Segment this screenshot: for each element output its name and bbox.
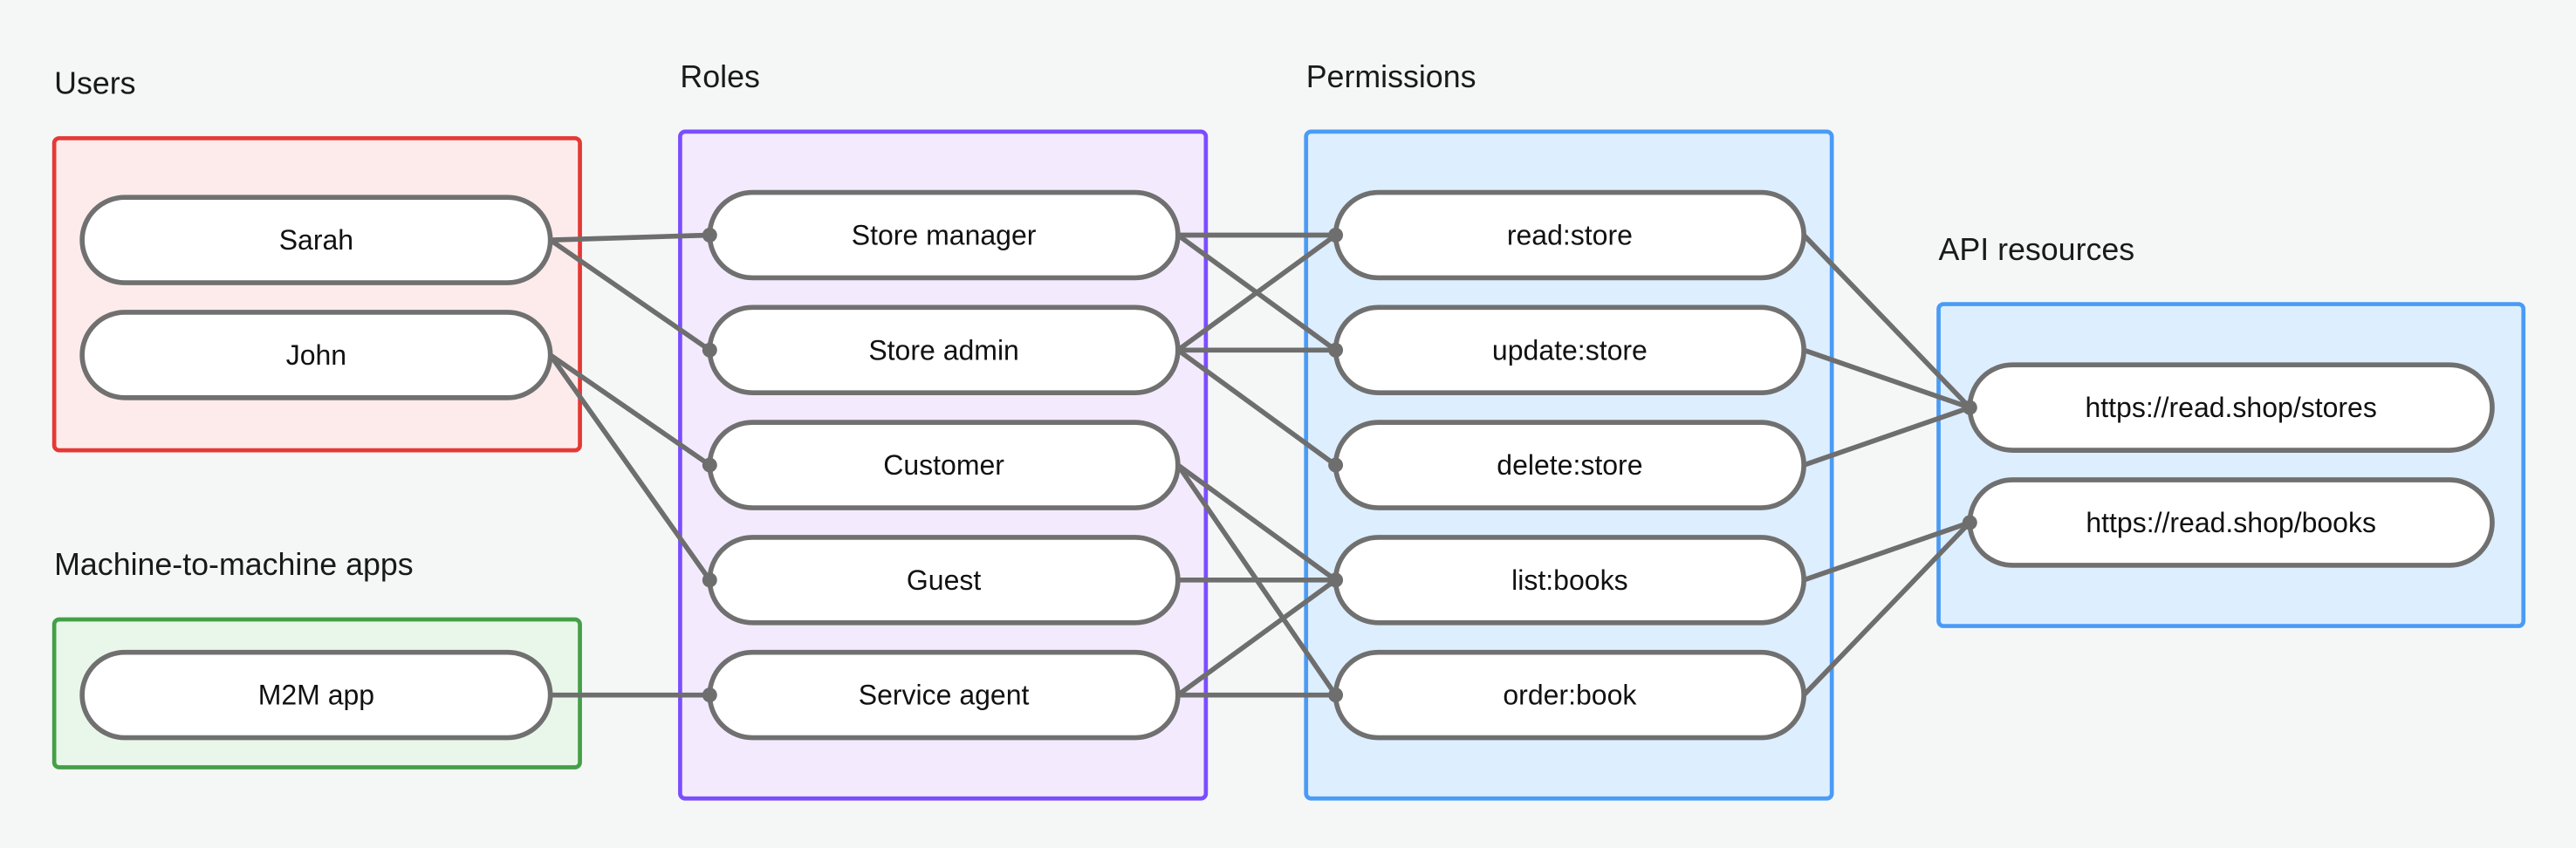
- edge-update-store-to-read-shop-stores: [1803, 347, 1971, 410]
- edge-service-agent-to-list-books: [1176, 578, 1338, 697]
- node-shape-john[interactable]: [79, 310, 553, 400]
- node-label-update-store: update:store: [1492, 334, 1648, 366]
- node-label-read-store: read:store: [1507, 219, 1633, 250]
- edge-endpoint-delete-store: [1328, 457, 1344, 473]
- node-label-list-books: list:books: [1511, 564, 1627, 596]
- edge-list-books-to-read-shop-books: [1803, 520, 1971, 583]
- node-m2m-app[interactable]: M2M app: [79, 649, 553, 741]
- edge-endpoint-guest: [702, 572, 717, 588]
- node-john[interactable]: John: [79, 310, 553, 400]
- node-service-agent[interactable]: Service agent: [707, 649, 1181, 741]
- group-title-api-resources: API resources: [1939, 232, 2135, 267]
- node-label-order-book: order:book: [1503, 680, 1637, 711]
- edge-endpoint-customer: [702, 457, 717, 473]
- edge-endpoint-dots-layer: [702, 228, 1977, 703]
- edge-john-to-customer: [549, 352, 711, 468]
- node-read-shop-stores[interactable]: https://read.shop/stores: [1967, 362, 2495, 453]
- edge-endpoint-read-store: [1328, 228, 1344, 243]
- node-customer[interactable]: Customer: [707, 420, 1181, 510]
- edge-store-admin-to-delete-store: [1176, 347, 1338, 468]
- group-box-api-resources: [1936, 302, 2526, 628]
- node-order-book[interactable]: order:book: [1333, 649, 1806, 741]
- edge-delete-store-to-read-shop-stores: [1803, 405, 1971, 468]
- edge-customer-to-list-books: [1176, 462, 1338, 583]
- node-label-store-admin: Store admin: [868, 334, 1019, 366]
- node-label-delete-store: delete:store: [1497, 449, 1642, 481]
- edge-endpoint-store-manager: [702, 228, 717, 243]
- edge-john-to-guest: [548, 353, 712, 582]
- node-read-store[interactable]: read:store: [1333, 189, 1806, 281]
- node-label-read-shop-books: https://read.shop/books: [2086, 507, 2376, 538]
- node-label-m2m-app: M2M app: [258, 680, 374, 711]
- edge-endpoint-store-admin: [702, 342, 717, 358]
- edges-layer: [548, 232, 1972, 698]
- node-shape-m2m-app[interactable]: [79, 649, 553, 741]
- node-label-service-agent: Service agent: [859, 680, 1030, 711]
- node-label-john: John: [286, 339, 346, 371]
- group-users: [51, 136, 582, 453]
- node-store-manager[interactable]: Store manager: [707, 189, 1181, 281]
- group-title-roles: Roles: [680, 59, 759, 94]
- edge-sarah-to-store-manager: [550, 232, 710, 243]
- node-sarah[interactable]: Sarah: [79, 195, 553, 285]
- group-api-resources: [1936, 302, 2526, 628]
- node-update-store[interactable]: update:store: [1333, 304, 1806, 396]
- node-label-sarah: Sarah: [279, 224, 353, 256]
- node-shape-sarah[interactable]: [79, 195, 553, 285]
- group-box-users: [51, 136, 582, 453]
- node-label-customer: Customer: [883, 449, 1004, 481]
- node-list-books[interactable]: list:books: [1333, 535, 1806, 626]
- group-title-users: Users: [54, 66, 135, 101]
- group-title-m2m: Machine-to-machine apps: [54, 547, 414, 582]
- edge-endpoint-list-books: [1328, 572, 1344, 588]
- edge-endpoint-read-shop-books: [1962, 515, 1977, 530]
- edge-endpoint-service-agent: [702, 687, 717, 703]
- group-title-permissions: Permissions: [1306, 59, 1476, 94]
- edge-endpoint-read-shop-stores: [1962, 400, 1977, 415]
- node-guest[interactable]: Guest: [707, 535, 1181, 626]
- node-delete-store[interactable]: delete:store: [1333, 420, 1806, 510]
- node-label-read-shop-stores: https://read.shop/stores: [2085, 392, 2376, 423]
- edge-sarah-to-store-admin: [549, 237, 711, 352]
- edge-endpoint-order-book: [1328, 687, 1344, 703]
- node-store-admin[interactable]: Store admin: [707, 304, 1181, 396]
- edge-endpoint-update-store: [1328, 342, 1344, 358]
- node-label-guest: Guest: [907, 564, 981, 596]
- node-label-store-manager: Store manager: [852, 219, 1037, 250]
- node-read-shop-books[interactable]: https://read.shop/books: [1967, 477, 2495, 568]
- edge-store-admin-to-read-store: [1176, 233, 1338, 352]
- edge-order-book-to-read-shop-books: [1802, 521, 1972, 697]
- edge-read-store-to-read-shop-stores: [1802, 233, 1972, 410]
